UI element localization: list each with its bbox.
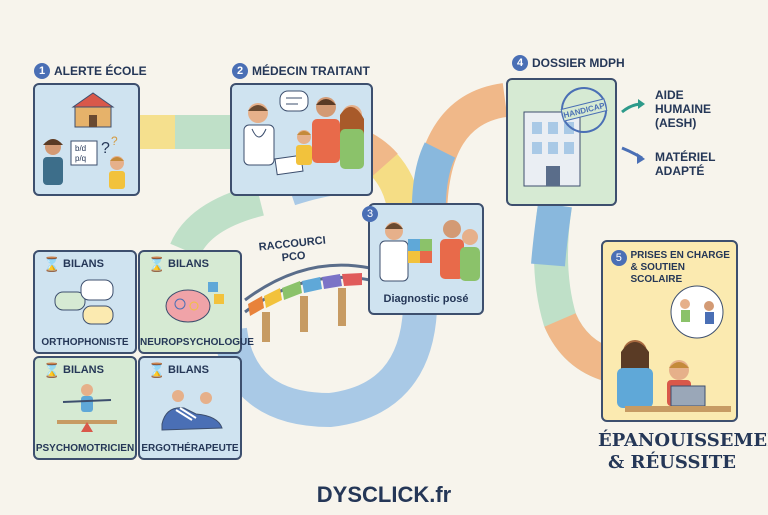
step-2-label: 2 MÉDECIN TRAITANT: [232, 63, 370, 79]
svg-text:?: ?: [111, 134, 118, 148]
hourglass-icon: ⌛: [43, 256, 61, 272]
diagnosis-card: Diagnostic posé: [368, 203, 484, 315]
question-mark-icon: ?: [101, 140, 110, 157]
support-card: 5 PRISES EN CHARGE & SOUTIEN SCOLAIRE: [601, 240, 738, 422]
bilan-card-neuropsychologue: ⌛ BILANS NEUROPSYCHOLOGUE: [138, 250, 254, 354]
step-1-label: 1 ALERTE ÉCOLE: [34, 63, 147, 79]
step-4-title: DOSSIER MDPH: [532, 56, 625, 70]
bilan-specialist: ORTHOPHONISTE: [41, 337, 129, 348]
child-figure: [296, 130, 312, 165]
letter-board: [70, 140, 98, 166]
shoe-lacing-icon: [161, 390, 223, 431]
hourglass-icon: ⌛: [148, 256, 166, 272]
brand-logo-text: DYSCLICK.fr: [316, 482, 452, 507]
desk: [625, 406, 731, 412]
step-2-title: MÉDECIN TRAITANT: [252, 64, 370, 78]
step-2-number: 2: [232, 63, 248, 79]
step-1-title: ALERTE ÉCOLE: [54, 64, 147, 78]
tablet-icon: [670, 385, 706, 407]
support-scene-illustration: [617, 285, 731, 412]
hourglass-icon: ⌛: [43, 362, 61, 378]
diagnosis-scene-illustration: [379, 220, 480, 282]
doctor-figure: [379, 222, 409, 282]
step-5-title-line-2: & SOUTIEN SCOLAIRE: [630, 262, 685, 285]
diagnosis-caption: Diagnostic posé: [383, 293, 469, 305]
puzzle-icon: [408, 239, 432, 263]
school-scene-illustration: b/d p/q ? ?: [43, 92, 125, 189]
bilan-title: BILANS: [168, 258, 209, 270]
step-4-label: 4 DOSSIER MDPH: [512, 55, 625, 71]
outcome-line-2: & RÉUSSITE: [607, 452, 737, 473]
building-icon: [523, 111, 581, 187]
svg-text:b/d: b/d: [75, 144, 86, 153]
bilan-card-psychomotricien: ⌛ BILANS PSYCHOMOTRICIEN: [33, 356, 137, 460]
teacher-figure: [43, 139, 63, 185]
outcome-text: ÉPANOUISSEMENT & RÉUSSITE: [598, 430, 768, 474]
hourglass-icon: ⌛: [148, 362, 166, 378]
bilan-card-ergotherapeute: ⌛ BILANS ERGOTHÉRAPEUTE: [138, 356, 242, 460]
doctor-figure: [243, 103, 275, 166]
mother-figure: [460, 229, 480, 281]
child-figure: [109, 156, 125, 189]
aide-figure: [617, 340, 653, 408]
outcome-line-1: ÉPANOUISSEMENT: [598, 430, 768, 451]
step-3-number: 3: [362, 206, 378, 222]
step-5-number: 5: [611, 250, 627, 266]
balance-child-icon: [57, 384, 117, 432]
school-building-icon: [71, 92, 115, 128]
mdph-building-illustration: HANDICAP: [523, 87, 608, 187]
bilan-specialist: ERGOTHÉRAPEUTE: [141, 443, 239, 454]
father-figure: [312, 97, 340, 163]
brain-puzzle-icon: [165, 282, 224, 323]
step-5-title-line-1: PRISES EN CHARGE: [630, 250, 730, 261]
step-1-number: 1: [34, 63, 50, 79]
bilan-title: BILANS: [168, 364, 209, 376]
mother-figure: [340, 105, 364, 169]
school-alert-card: b/d p/q ? ?: [33, 83, 140, 196]
doctor-card: [230, 83, 373, 196]
doctor-scene-illustration: [243, 90, 364, 176]
aid-arrows: [621, 99, 645, 164]
step-4-number: 4: [512, 55, 528, 71]
bilan-specialist: PSYCHOMOTRICIEN: [35, 443, 135, 454]
mdph-card: HANDICAP: [506, 78, 617, 206]
speech-bubble-icon: [279, 90, 309, 112]
session-bubble-icon: [670, 285, 724, 339]
bilan-title: BILANS: [63, 364, 104, 376]
bilan-card-orthophoniste: ⌛ BILANS ORTHOPHONISTE: [33, 250, 137, 354]
svg-text:p/q: p/q: [75, 154, 86, 163]
shortcut-bridge: [244, 263, 371, 342]
step-5-label: 5 PRISES EN CHARGE & SOUTIEN SCOLAIRE: [611, 250, 736, 286]
speech-bubbles-icon: [54, 279, 114, 325]
bilan-title: BILANS: [63, 258, 104, 270]
bilan-specialist: NEUROPSYCHOLOGUE: [140, 337, 254, 348]
father-figure: [440, 220, 464, 279]
